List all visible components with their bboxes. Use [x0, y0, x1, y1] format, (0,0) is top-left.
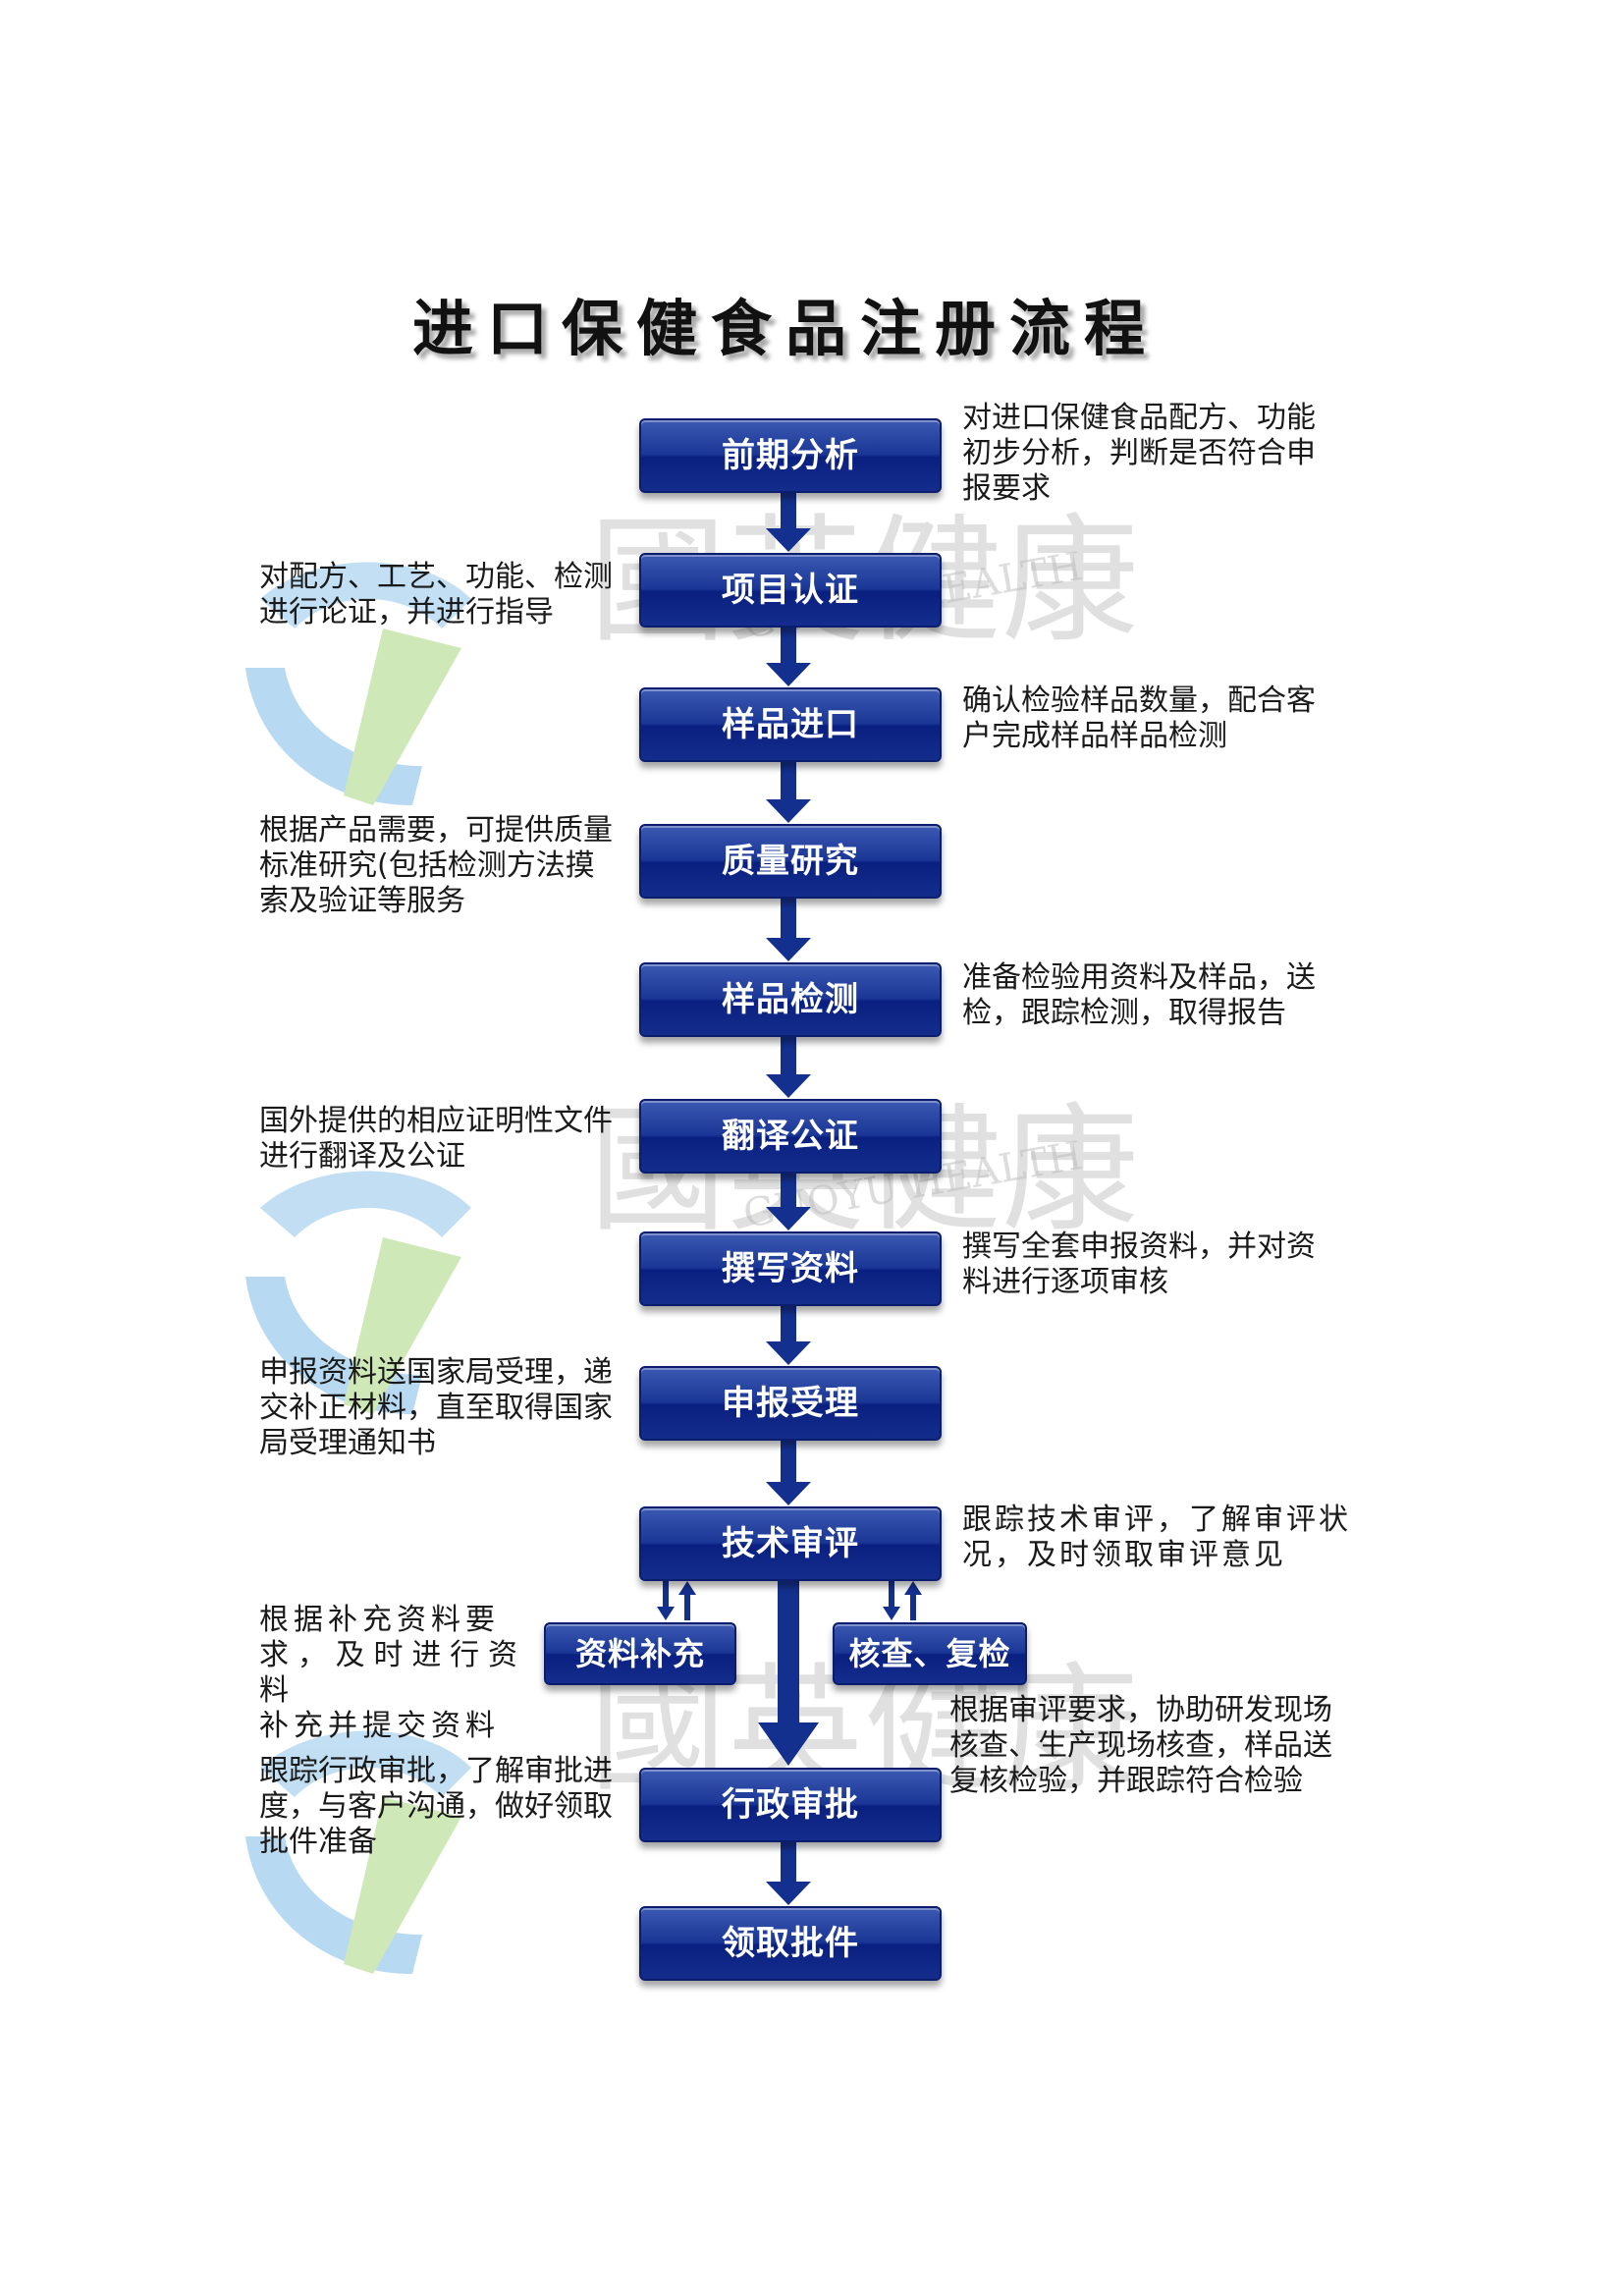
- flow-arrow-6: [766, 1172, 811, 1230]
- note-quality-research: 根据产品需要，可提供质量 标准研究(包括检测方法摸 索及验证等服务: [259, 813, 613, 918]
- branch-arrow-left-up: [678, 1581, 696, 1620]
- step-write-dossier: 撰写资料: [639, 1231, 942, 1306]
- branch-supplement-materials: 资料补充: [544, 1622, 736, 1685]
- step-translation-notary: 翻译公证: [639, 1099, 942, 1174]
- note-filing-acceptance: 申报资料送国家局受理，递 交补正材料，直至取得国家 局受理通知书: [259, 1355, 613, 1460]
- branch-arrow-right-up: [904, 1581, 922, 1620]
- note-supplement-materials: 根据补充资料要 求，及时进行资料 补充并提交资料: [259, 1603, 522, 1743]
- note-pre-analysis: 对进口保健食品配方、功能 初步分析，判断是否符合申 报要求: [962, 401, 1316, 506]
- step-admin-approval: 行政审批: [639, 1768, 942, 1842]
- note-translation-notary: 国外提供的相应证明性文件 进行翻译及公证: [259, 1104, 613, 1174]
- branch-arrow-left-down: [657, 1581, 675, 1620]
- branch-inspection-retest: 核查、复检: [833, 1622, 1027, 1685]
- branch-arrow-right-down: [883, 1581, 900, 1620]
- note-project-validation: 对配方、工艺、功能、检测 进行论证，并进行指导: [259, 560, 613, 629]
- note-inspection-retest: 根据审评要求，协助研发现场 核查、生产现场核查，样品送 复核检验，并跟踪符合检验: [949, 1693, 1332, 1798]
- note-technical-review: 跟踪技术审评，了解审评状 况，及时领取审评意见: [962, 1503, 1351, 1572]
- step-pre-analysis: 前期分析: [639, 418, 942, 493]
- flow-arrow-1: [766, 491, 811, 552]
- watermark-logo-1: [245, 562, 471, 805]
- watermark-logo-2: [245, 1171, 471, 1414]
- step-technical-review: 技术审评: [639, 1506, 942, 1581]
- page-title: 进口保健食品注册流程: [411, 293, 1159, 364]
- flow-arrow-4: [766, 897, 811, 961]
- flow-arrow-5: [766, 1035, 811, 1098]
- note-sample-import: 确认检验样品数量，配合客 户完成样品样品检测: [962, 683, 1316, 753]
- flow-arrow-approval-to-receive: [766, 1840, 811, 1905]
- flow-arrow-2: [766, 626, 811, 686]
- note-admin-approval: 跟踪行政审批，了解审批进 度，与客户沟通，做好领取 批件准备: [259, 1754, 613, 1859]
- step-project-validation: 项目认证: [639, 553, 942, 628]
- flow-arrow-7: [766, 1304, 811, 1365]
- flow-arrow-8: [766, 1439, 811, 1505]
- step-filing-acceptance: 申报受理: [639, 1366, 942, 1441]
- step-receive-approval: 领取批件: [639, 1906, 942, 1981]
- flow-arrow-3: [766, 760, 811, 823]
- note-write-dossier: 撰写全套申报资料，并对资 料进行逐项审核: [962, 1230, 1316, 1299]
- note-sample-testing: 准备检验用资料及样品，送 检，跟踪检测，取得报告: [962, 960, 1316, 1030]
- step-sample-import: 样品进口: [639, 687, 942, 762]
- step-quality-research: 质量研究: [639, 824, 942, 899]
- watermark-logo-3: [245, 1730, 471, 1974]
- step-sample-testing: 样品检测: [639, 962, 942, 1037]
- flow-arrow-review-to-approval: [758, 1579, 819, 1766]
